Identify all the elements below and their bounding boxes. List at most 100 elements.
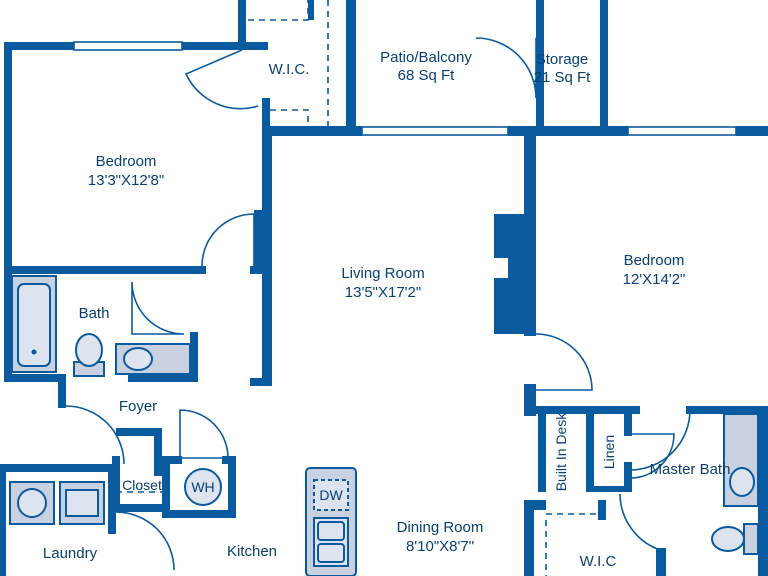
patio-size: 68 Sq Ft (398, 67, 456, 84)
toilet-bowl (75, 333, 103, 367)
wall-foyer-left (58, 374, 66, 408)
door-bedroom-right (535, 333, 593, 391)
built-in-desk-label: Built In Desk (553, 412, 569, 492)
washer-door (17, 488, 47, 518)
wall-wic-bottom-top-right (598, 500, 606, 520)
door-storage (475, 37, 537, 99)
door-laundry (115, 511, 175, 571)
wall-bedroom-right-bottom-right (686, 406, 768, 414)
wall-desk-linen (586, 406, 594, 492)
fireplace-mid (508, 256, 536, 280)
wall-closet-bottom (112, 504, 170, 512)
storage-size: 21 Sq Ft (534, 69, 592, 86)
wall-right-outer (758, 406, 768, 576)
window-bedroom-right (627, 126, 737, 136)
wall-bedroom-right-bottom-left (530, 406, 640, 414)
wall-closet-top (116, 428, 162, 436)
fireplace-upper (494, 214, 536, 258)
kitchen-sink-basin-2 (317, 543, 345, 563)
bedroom-right-label: Bedroom (624, 252, 685, 269)
dishwasher-label: DW (319, 487, 343, 503)
wall-bedroom-bottom (4, 266, 206, 274)
wall-linen-right-top (624, 406, 632, 436)
door-wh (179, 409, 229, 459)
wall-closet-right (162, 456, 170, 512)
door-wic-top (184, 49, 259, 110)
master-bath-label: Master Bath (650, 461, 731, 478)
door-master-bath (629, 409, 691, 471)
wall-laundry-top (0, 464, 116, 472)
wall-living-top-right (508, 126, 628, 136)
wall-living-top-left (262, 126, 362, 136)
storage-label: Storage (536, 51, 589, 68)
wall-wic-bottom-top-left (524, 500, 546, 510)
window-living (361, 126, 509, 136)
wall-wh-top-left (162, 456, 182, 464)
wic-top-shelf-upper (248, 0, 309, 21)
wall-linen-bottom (586, 486, 632, 492)
door-linen (631, 433, 675, 479)
living-room-size: 13'5"X17'2" (345, 284, 421, 301)
master-sink (729, 467, 755, 497)
wall-wh-bottom (162, 510, 236, 518)
fixtures (9, 275, 759, 576)
dining-room-label: Dining Room (397, 519, 484, 536)
wall-wic-left-low (262, 98, 270, 138)
wall-patio-storage (536, 0, 544, 132)
wall-bedroom-right-top (736, 126, 768, 136)
sink (123, 347, 153, 371)
bathtub-drain (31, 349, 37, 355)
wall-wic-bottom-left (524, 500, 534, 576)
wall-bedroom-top-left (4, 42, 74, 50)
bedroom-right-size: 12'X14'2" (623, 271, 686, 288)
master-toilet-bowl (711, 526, 745, 552)
door-bath (131, 281, 185, 335)
door-bedroom-closet (201, 213, 255, 267)
shelves (116, 0, 598, 576)
wall-closet-right-top (154, 428, 162, 476)
wall-divider-lower (524, 330, 536, 336)
foyer-label: Foyer (119, 398, 157, 415)
master-toilet-tank (743, 523, 759, 555)
window-bedroom-left (73, 41, 183, 51)
wall-living-left-foot (250, 378, 272, 386)
wall-bedroom-top-right (182, 42, 244, 50)
dining-room-size: 8'10"X8'7" (406, 538, 474, 555)
water-heater (184, 468, 222, 506)
wall-closet-jamb (254, 210, 262, 272)
wic-top-shelf-lower (270, 109, 309, 126)
wall-wic-top-right (308, 0, 314, 20)
bath-label: Bath (79, 305, 110, 322)
water-heater-label: WH (191, 479, 214, 495)
wall-left-outer (4, 42, 12, 382)
dryer-door (65, 489, 99, 517)
bathtub-basin (17, 283, 51, 367)
doors (65, 37, 691, 571)
wall-laundry-left (0, 464, 6, 576)
wall-divider-upper (524, 136, 536, 216)
wall-master-bath-bottom (656, 548, 666, 576)
linen-label: Linen (601, 435, 617, 469)
wall-wh-right (228, 456, 236, 518)
wall-linen-right-bottom (624, 462, 632, 492)
wall-living-left (262, 126, 272, 386)
closet-label: Closet (122, 477, 162, 493)
wall-storage-right (600, 0, 608, 132)
bedroom-left-size: 13'3"X12'8" (88, 172, 164, 189)
wic-bottom-label: W.I.C (580, 553, 617, 570)
door-wic-bottom (619, 493, 661, 551)
living-room-label: Living Room (341, 265, 424, 282)
wall-wic-patio (346, 0, 356, 132)
wall-laundry-right (108, 464, 116, 534)
wall-bath-bottom-left (4, 374, 64, 382)
fireplace-lower (494, 278, 536, 334)
dishwasher (313, 479, 349, 511)
laundry-label: Laundry (43, 545, 98, 562)
kitchen-label: Kitchen (227, 543, 277, 560)
windows (73, 41, 737, 136)
patio-label: Patio/Balcony (380, 49, 472, 66)
wall-bath-right (190, 332, 198, 382)
wic-top-label: W.I.C. (269, 61, 310, 78)
